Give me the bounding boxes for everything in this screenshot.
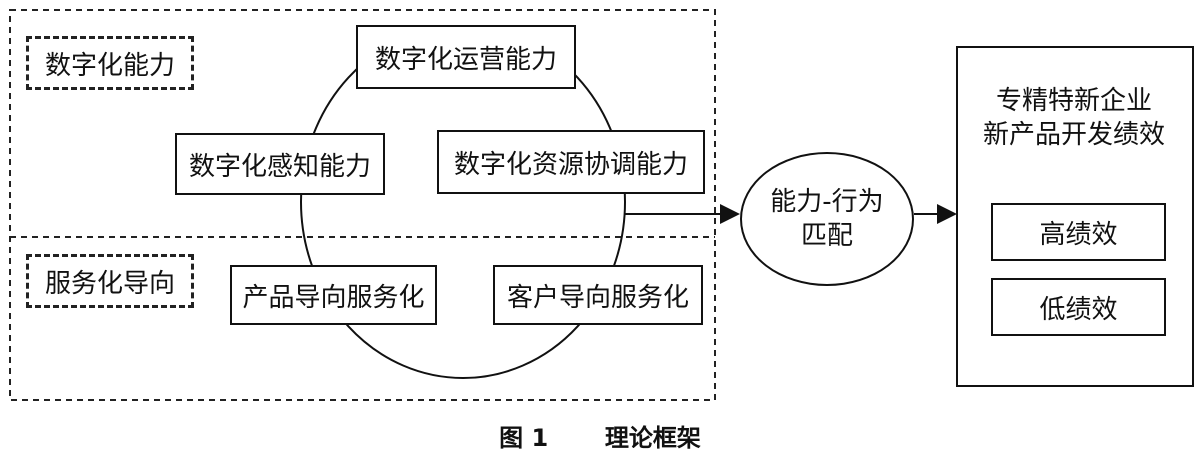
match-node-line2: 匹配 bbox=[800, 221, 853, 251]
outcome-title-line2: 新产品开发绩效 bbox=[982, 120, 1165, 150]
dashed-outer-frame bbox=[9, 9, 716, 401]
figure-number: 图 1 bbox=[499, 424, 549, 452]
digital-operation-capability-box: 数字化运营能力 bbox=[356, 25, 576, 89]
customer-oriented-servitization-box: 客户导向服务化 bbox=[493, 265, 703, 325]
outcome-title: 专精特新企业 新产品开发绩效 bbox=[958, 84, 1190, 152]
high-performance-box: 高绩效 bbox=[991, 203, 1166, 261]
capability-behavior-match-node: 能力-行为 匹配 bbox=[740, 152, 914, 286]
digital-resource-coordination-capability-box: 数字化资源协调能力 bbox=[437, 130, 705, 194]
low-performance-box: 低绩效 bbox=[991, 278, 1166, 336]
match-node-line1: 能力-行为 bbox=[770, 187, 884, 217]
figure-title: 理论框架 bbox=[604, 424, 701, 452]
digital-perception-capability-box: 数字化感知能力 bbox=[175, 133, 385, 195]
figure-caption: 图 1 理论框架 bbox=[0, 418, 1200, 453]
product-oriented-servitization-box: 产品导向服务化 bbox=[230, 265, 437, 325]
servitization-group-label: 服务化导向 bbox=[26, 254, 194, 308]
digital-capability-group-label: 数字化能力 bbox=[26, 36, 194, 90]
outcome-title-line1: 专精特新企业 bbox=[995, 86, 1152, 116]
